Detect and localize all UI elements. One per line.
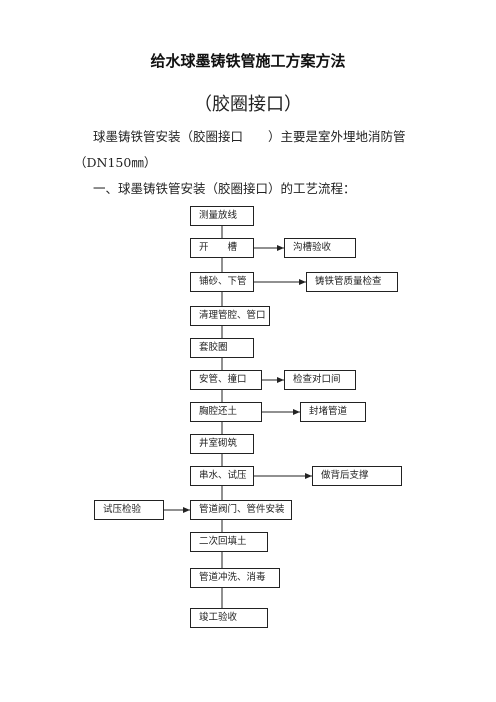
- flow-step-install-joint: 安管、撞口: [190, 370, 262, 390]
- intro-line-2: （DN150㎜）: [74, 155, 157, 170]
- flow-step-excavation: 开 槽: [190, 238, 254, 258]
- flow-step-clean-pipe: 清理管腔、管口: [190, 306, 270, 326]
- document-subtitle: （胶圈接口）: [194, 94, 302, 115]
- document-title: 给水球墨铸铁管施工方案方法: [150, 52, 346, 70]
- section-heading: 一、球墨铸铁管安装（胶圈接口）的工艺流程：: [93, 181, 356, 196]
- flow-step-valve-install: 管道阀门、管件安装: [190, 500, 292, 520]
- side-step-pipe-quality: 铸铁管质量检查: [306, 272, 398, 292]
- flow-step-fit-gasket: 套胶圈: [190, 338, 254, 358]
- side-step-trench-check: 沟槽验收: [284, 238, 356, 258]
- intro-line-1: 球墨铸铁管安装（胶圈接口 ）主要是室外埋地消防管: [93, 129, 406, 144]
- flow-step-well-masonry: 井室砌筑: [190, 434, 254, 454]
- flow-step-sand-lay-pipe: 铺砂、下管: [190, 272, 254, 292]
- side-step-joint-check: 检查对口间: [284, 370, 356, 390]
- side-step-rear-support: 做背后支撑: [312, 466, 402, 486]
- flow-step-second-backfill: 二次回填土: [190, 532, 268, 552]
- flow-step-acceptance: 竣工验收: [190, 608, 268, 628]
- flow-step-flush-disinfect: 管道冲洗、消毒: [190, 568, 280, 588]
- side-step-seal-pipe: 封堵管道: [300, 402, 366, 422]
- side-step-pressure-test: 试压检验: [94, 500, 164, 520]
- flow-step-flush-test: 串水、试压: [190, 466, 254, 486]
- flow-step-survey: 测量放线: [190, 206, 254, 226]
- flow-step-chest-backfill: 胸腔还土: [190, 402, 262, 422]
